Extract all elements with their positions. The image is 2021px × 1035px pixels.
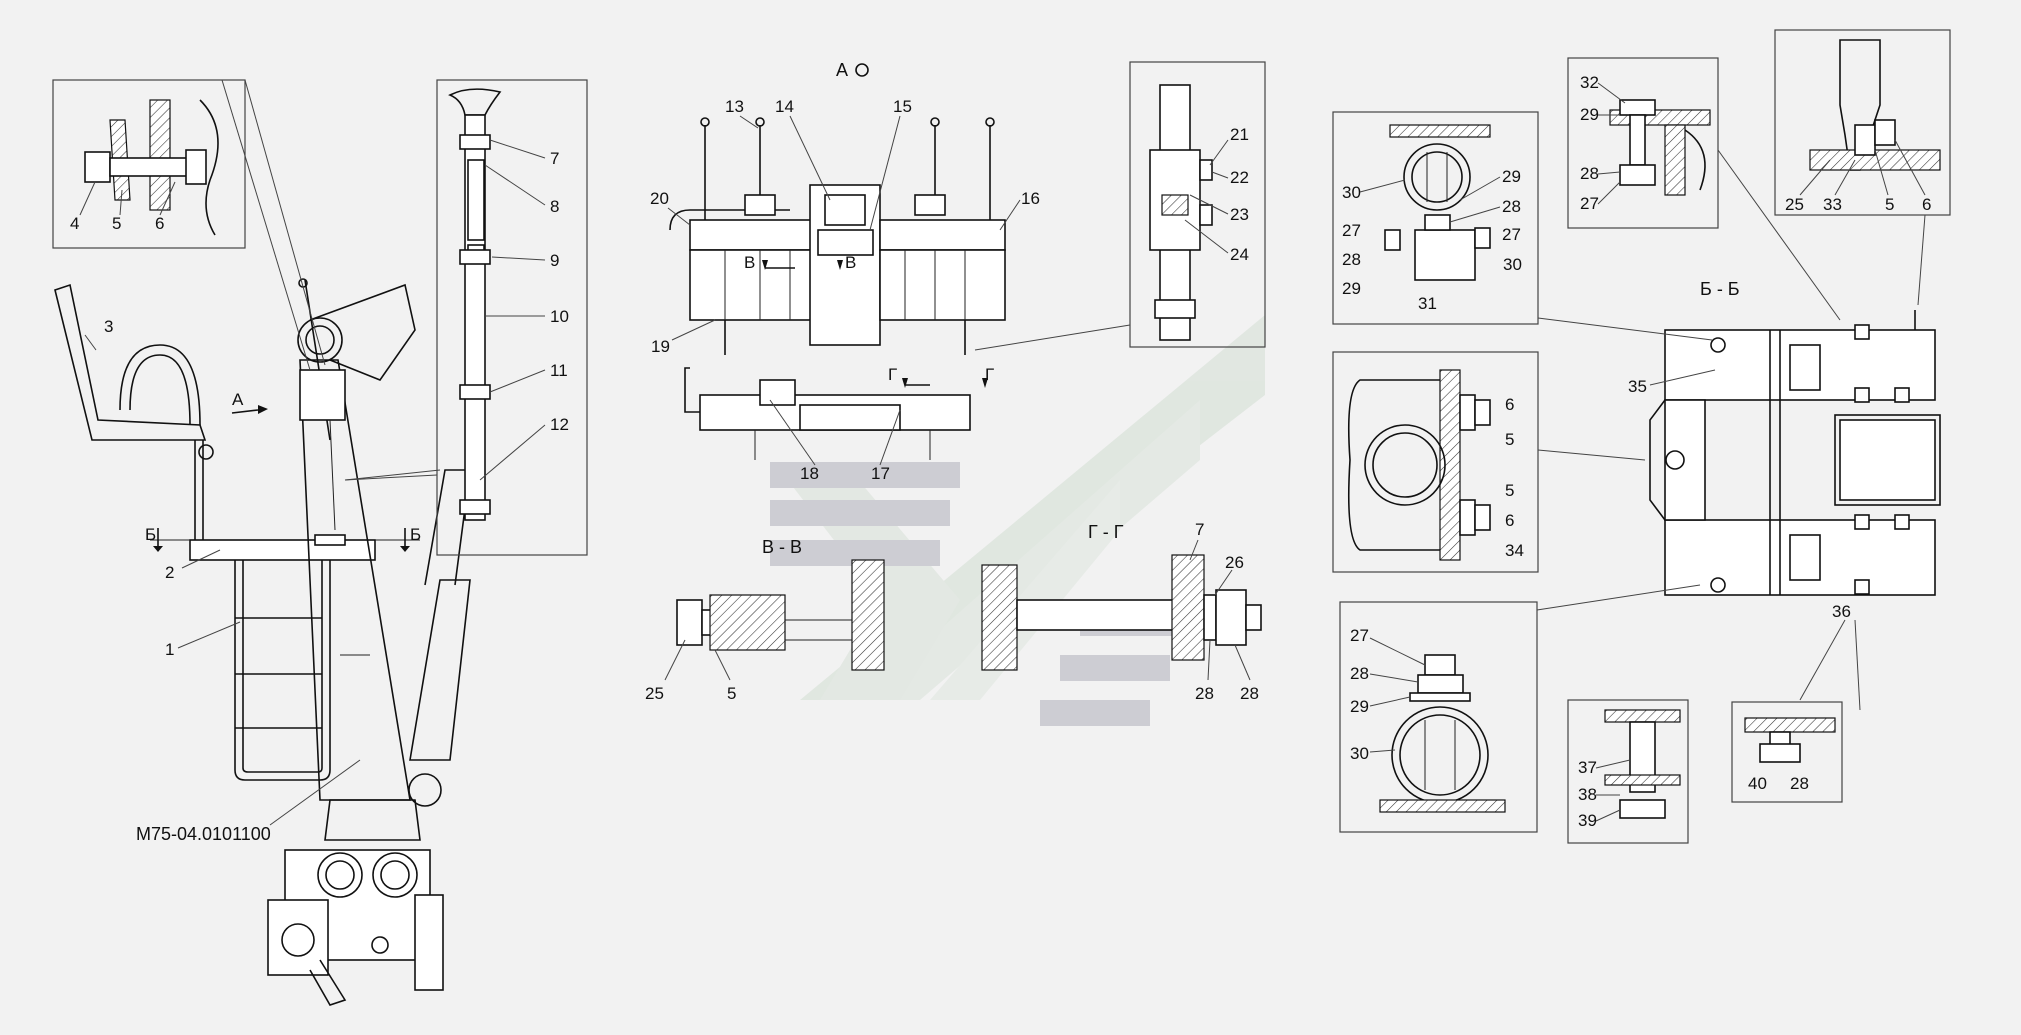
section-bb-title: Б - Б — [1700, 279, 1740, 299]
callout-29-a: 29 — [1580, 105, 1599, 124]
callout-19: 19 — [651, 337, 670, 356]
callout-27-d: 27 — [1350, 626, 1369, 645]
callout-39: 39 — [1578, 811, 1597, 830]
callout-29-d: 29 — [1350, 697, 1369, 716]
callout-35: 35 — [1628, 377, 1647, 396]
callout-6-d: 6 — [1505, 511, 1514, 530]
part-number: М75-04.0101100 — [136, 824, 271, 844]
callout-5-vv: 5 — [727, 684, 736, 703]
callout-37: 37 — [1578, 758, 1597, 777]
cut-label-v-1: В — [744, 253, 755, 272]
detail-30-29-28-27-31: 30 29 28 27 27 28 29 31 31 30 — [1332, 111, 1713, 341]
callout-17: 17 — [871, 464, 890, 483]
callout-3: 3 — [104, 317, 113, 336]
callout-28-d: 28 — [1350, 664, 1369, 683]
callout-11: 11 — [550, 361, 568, 380]
section-gg-title: Г - Г — [1088, 522, 1124, 542]
callout-27-a: 27 — [1580, 194, 1599, 213]
callout-4: 4 — [70, 214, 79, 233]
detail-27-28-29-30: 27 28 29 30 — [1339, 584, 1701, 833]
callout-6-c: 6 — [1505, 395, 1514, 414]
detail-40-28: 40 28 — [1731, 701, 1843, 803]
callout-14: 14 — [775, 97, 794, 116]
callout-28-b: 28 — [1502, 197, 1521, 216]
callout-27-c: 27 — [1502, 225, 1521, 244]
section-b-b: Б - Б 35 36 — [1628, 279, 1941, 711]
callout-38: 38 — [1578, 785, 1597, 804]
callout-7: 7 — [550, 149, 559, 168]
detail-bolt-4-5-6: 4 5 6 — [52, 79, 246, 249]
callout-24: 24 — [1230, 245, 1249, 264]
callout-28-c: 28 — [1342, 250, 1361, 269]
callout-21: 21 — [1230, 125, 1249, 144]
main-assembly-view: Б Б А 3 2 1 М75-04.0101100 — [54, 79, 471, 1006]
callout-10: 10 — [550, 307, 569, 326]
detail-32-29-28-27: 32 29 28 27 — [1567, 57, 1841, 321]
callout-30-a: 30 — [1342, 183, 1361, 202]
view-a-title: А — [836, 60, 848, 80]
detail-37-38-39: 37 38 39 — [1567, 699, 1689, 844]
callout-2: 2 — [165, 563, 174, 582]
callout-34: 34 — [1505, 541, 1524, 560]
callout-5-e: 5 — [1505, 481, 1514, 500]
callout-13: 13 — [725, 97, 744, 116]
callout-33: 33 — [1823, 195, 1842, 214]
section-vv-title: В - В — [762, 537, 802, 557]
section-g-g: Г - Г 7 26 28 28 — [981, 520, 1262, 703]
callout-8: 8 — [550, 197, 559, 216]
callout-36: 36 — [1832, 602, 1851, 621]
callout-18: 18 — [800, 464, 819, 483]
callout-30-b: 30 — [1503, 255, 1522, 274]
callout-22: 22 — [1230, 168, 1249, 187]
view-arrow-a: А — [232, 390, 244, 409]
callout-31-a: 31 — [1418, 294, 1437, 313]
callout-25-b: 25 — [1785, 195, 1804, 214]
callout-29-b: 29 — [1502, 167, 1521, 186]
callout-6-b: 6 — [1922, 195, 1931, 214]
view-a: А В В — [650, 60, 1040, 483]
detail-rod-7-12: 7 8 9 10 11 12 — [344, 79, 588, 556]
callout-6: 6 — [155, 214, 164, 233]
callout-25: 25 — [645, 684, 664, 703]
detail-21-24: 21 22 23 24 — [974, 61, 1266, 351]
callout-23: 23 — [1230, 205, 1249, 224]
cut-label-v-2: В — [845, 253, 856, 272]
callout-32: 32 — [1580, 73, 1599, 92]
detail-6-5-34: 6 5 5 6 34 — [1332, 351, 1646, 573]
callout-1: 1 — [165, 640, 174, 659]
callout-9: 9 — [550, 251, 559, 270]
callout-26: 26 — [1225, 553, 1244, 572]
section-v-v: В - В 25 5 — [645, 537, 885, 703]
detail-25-33-5-6: 25 33 5 6 — [1774, 29, 1951, 306]
cut-label-b-right: Б — [410, 525, 421, 544]
cut-label-b-left: Б — [145, 525, 156, 544]
callout-28-gg-2: 28 — [1240, 684, 1259, 703]
callout-20: 20 — [650, 189, 669, 208]
callout-5: 5 — [112, 214, 121, 233]
callout-28-gg-1: 28 — [1195, 684, 1214, 703]
callout-27-b: 27 — [1342, 221, 1361, 240]
callout-40: 40 — [1748, 774, 1767, 793]
callout-30-c: 30 — [1350, 744, 1369, 763]
callout-12: 12 — [550, 415, 569, 434]
callout-5-b: 5 — [1885, 195, 1894, 214]
watermark-logo — [770, 315, 1265, 726]
callout-7-gg: 7 — [1195, 520, 1204, 539]
callout-15: 15 — [893, 97, 912, 116]
callout-28-e: 28 — [1790, 774, 1809, 793]
callout-16: 16 — [1021, 189, 1040, 208]
cut-label-g-2: Г — [985, 365, 994, 384]
callout-5-d: 5 — [1505, 430, 1514, 449]
callout-29-c: 29 — [1342, 279, 1361, 298]
cut-label-g-1: Г — [888, 365, 897, 384]
callout-28-a: 28 — [1580, 164, 1599, 183]
